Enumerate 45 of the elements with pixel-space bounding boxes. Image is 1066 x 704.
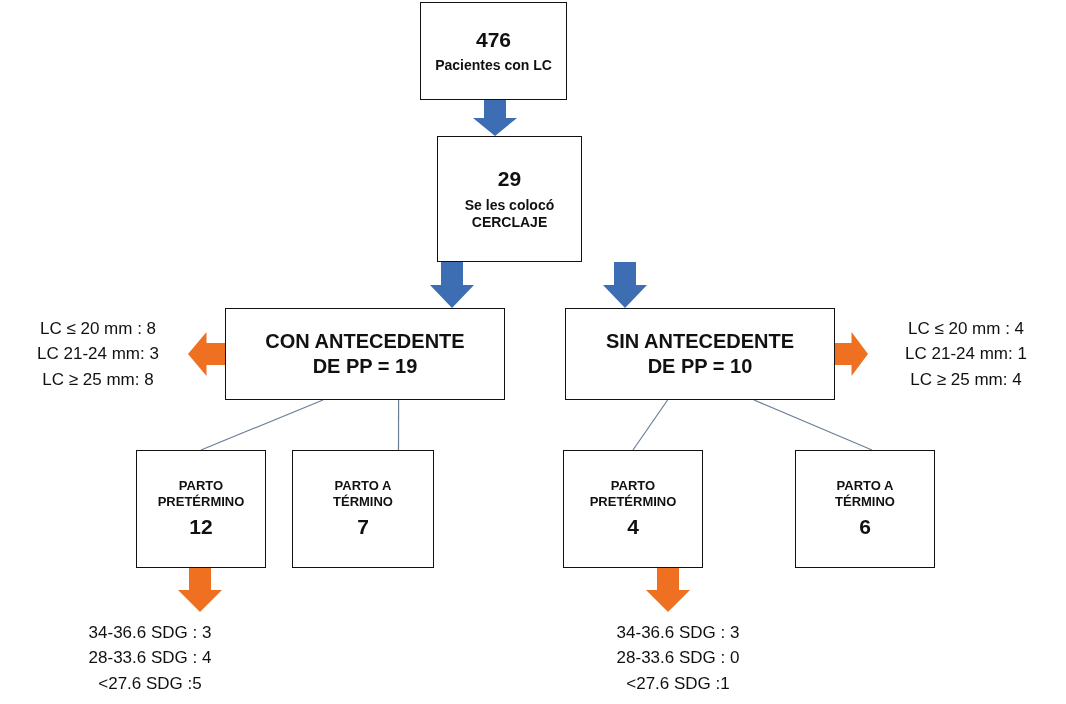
block-arrow xyxy=(430,262,474,308)
stat-text: 28-33.6 SDG : 4 xyxy=(88,647,212,669)
process-box xyxy=(292,450,434,568)
block-arrow xyxy=(178,568,222,612)
count-value: 12 xyxy=(189,514,213,541)
connector-line xyxy=(397,399,400,451)
count-value: 6 xyxy=(859,514,871,541)
count-value: 476 xyxy=(475,27,511,54)
stat-text: 34-36.6 SDG : 3 xyxy=(616,622,740,644)
connector-line xyxy=(200,399,324,451)
process-box xyxy=(420,2,567,100)
stat-text: 28-33.6 SDG : 0 xyxy=(616,647,740,669)
stat-text: <27.6 SDG :1 xyxy=(626,672,730,694)
block-arrow xyxy=(835,332,868,376)
box-label: CON ANTECEDENTE DE PP = 19 xyxy=(264,329,466,379)
block-arrow xyxy=(603,262,647,308)
process-box xyxy=(795,450,935,568)
process-box xyxy=(437,136,582,262)
process-box xyxy=(563,450,703,568)
box-label: Pacientes con LC xyxy=(435,57,552,75)
count-value: 29 xyxy=(497,166,522,193)
stat-text: <27.6 SDG :5 xyxy=(98,672,202,694)
block-arrow xyxy=(188,332,225,376)
block-arrow xyxy=(473,100,517,136)
process-box xyxy=(136,450,266,568)
stat-text: LC ≥ 25 mm: 8 xyxy=(42,368,154,390)
stat-text: 34-36.6 SDG : 3 xyxy=(88,622,212,644)
process-box xyxy=(565,308,835,400)
connector-line xyxy=(632,399,669,451)
count-value: 7 xyxy=(357,514,369,541)
stat-text: LC 21-24 mm: 1 xyxy=(905,343,1027,365)
box-label: SIN ANTECEDENTE DE PP = 10 xyxy=(604,329,796,379)
box-label: PARTO PRETÉRMINO xyxy=(588,477,678,511)
block-arrow xyxy=(646,568,690,612)
connector-line xyxy=(753,399,873,451)
stat-text: LC ≥ 25 mm: 4 xyxy=(910,368,1022,390)
box-label: Se les colocó CERCLAJE xyxy=(463,196,556,232)
box-label: PARTO PRETÉRMINO xyxy=(156,477,246,511)
stat-text: LC ≤ 20 mm : 4 xyxy=(907,318,1025,340)
stat-text: LC ≤ 20 mm : 8 xyxy=(39,318,157,340)
box-label: PARTO A TÉRMINO xyxy=(332,477,394,511)
stat-text: LC 21-24 mm: 3 xyxy=(37,343,159,365)
process-box xyxy=(225,308,505,400)
count-value: 4 xyxy=(627,514,639,541)
box-label: PARTO A TÉRMINO xyxy=(834,477,896,511)
